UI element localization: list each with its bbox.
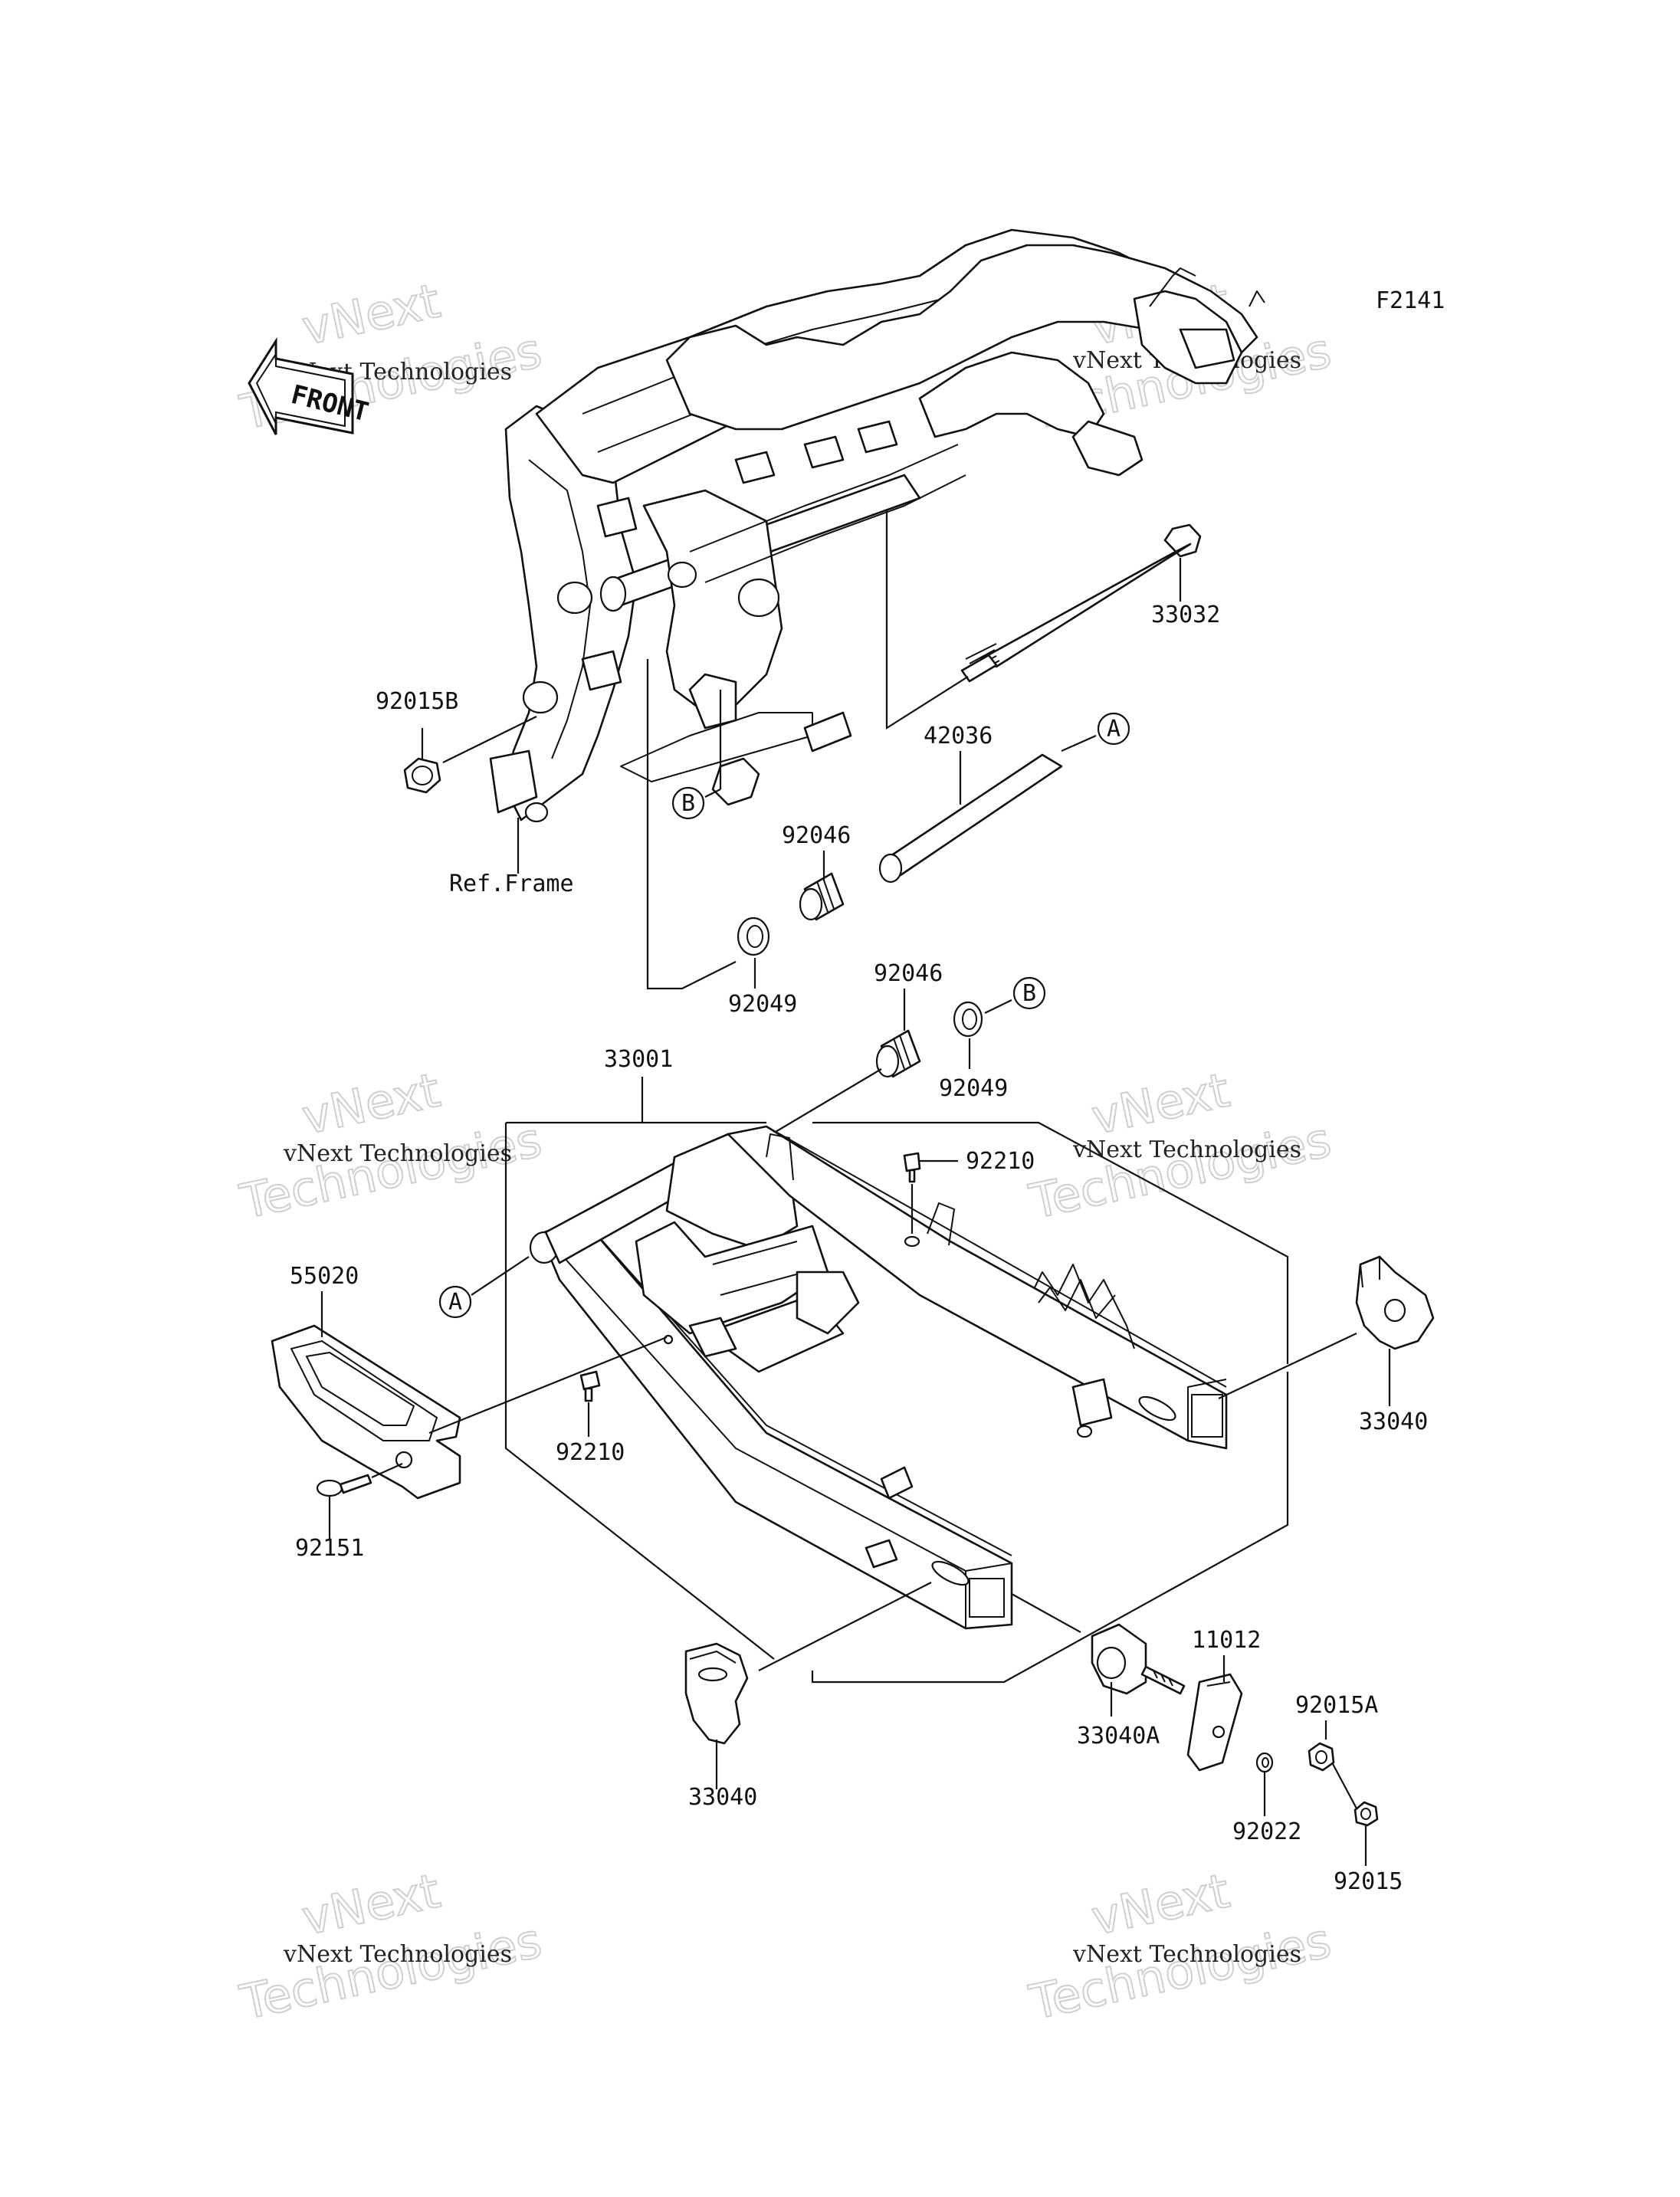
leader-bearing-to-swingarm [758,1068,882,1143]
label-33040-right: 33040 [1359,1408,1428,1435]
watermark-technologies: Technologies [1025,1111,1336,1229]
part-92015-nut[interactable] [1354,1801,1379,1827]
leader-92015B-frame [442,716,537,763]
label-33001: 33001 [604,1046,673,1073]
leader-B-mid [984,999,1012,1014]
leader-nut-chain [1331,1762,1357,1809]
leader-B-frame-2 [704,789,721,798]
label-92210-top: 92210 [966,1148,1035,1175]
watermark-technologies: Technologies [235,1912,546,2030]
label-33040A: 33040A [1077,1723,1160,1749]
label-92046-mid: 92046 [874,960,943,987]
part-92210-top-fitting[interactable] [903,1152,921,1183]
part-92015B-nut[interactable] [403,757,441,794]
watermark-text: vNext Technologies [1072,1941,1301,1968]
callout-B-frame-circle [671,786,705,820]
part-92046-top-bearing[interactable] [799,872,845,921]
fitting-hole-top [904,1235,920,1248]
watermark-mid-right: vNext Technologies vNext Technologies [1024,1061,1337,1231]
label-92046-top: 92046 [782,822,851,849]
leader-92151-guard [371,1462,403,1479]
part-92049-mid-seal[interactable] [953,1001,983,1038]
watermark-text: vNext Technologies [1072,1136,1301,1163]
watermark-vnext: vNext [1087,1062,1234,1146]
watermark-vnext: vNext [297,1062,445,1146]
part-33001-swingarm[interactable] [529,1125,1228,1630]
watermark-text: vNext Technologies [283,1941,512,1968]
leader-frame-to-seal [646,659,737,990]
callout-B-frame: B [681,790,695,817]
watermark-bottom-right: vNext Technologies vNext Technologies [1024,1862,1337,2031]
callout-B-mid-circle [1012,976,1046,1010]
leader-33040A [1011,1593,1081,1633]
leader-A-top [1061,734,1097,753]
part-33040-right-plate[interactable] [1355,1255,1435,1350]
ref-frame-label: Ref.Frame [449,871,574,897]
part-55020-chain-guard[interactable] [271,1324,461,1500]
label-11012: 11012 [1192,1627,1261,1654]
swingarm-bracket-top [506,1121,1289,1364]
swingarm-bracket-bottom [504,1123,1289,1684]
callout-A-top: A [1107,716,1121,743]
part-42036-collar[interactable] [878,753,1063,884]
label-42036: 42036 [924,723,993,749]
leader-33040-bottom [758,1582,932,1671]
watermark-vnext: vNext [297,1863,445,1946]
label-92049-mid: 92049 [939,1075,1008,1102]
leader-A-swingarm [471,1256,530,1296]
label-92015A: 92015A [1295,1692,1378,1719]
part-92151-screw[interactable] [316,1474,372,1497]
watermark-technologies: Technologies [1025,1912,1336,2030]
part-92022-washer[interactable] [1255,1752,1274,1773]
part-33040-bottom-plate[interactable] [684,1642,749,1745]
leader-guard-to-swingarm [428,1336,668,1435]
watermark-vnext: vNext [1087,1863,1234,1946]
leader-33032-frame [885,510,969,730]
callout-A-swingarm: A [448,1289,462,1316]
figure-code: F2141 [1376,287,1445,314]
label-55020: 55020 [290,1263,359,1290]
label-92151: 92151 [295,1535,364,1562]
part-92046-mid-bearing[interactable] [875,1029,921,1078]
watermark-vnext: vNext [297,273,445,356]
watermark-technologies: Technologies [235,1111,546,1229]
label-92049-top: 92049 [728,991,797,1018]
watermark-bottom-left: vNext Technologies vNext Technologies [235,1862,547,2031]
callout-A-swingarm-circle [438,1285,472,1319]
part-33040A-adjuster[interactable] [1091,1623,1186,1695]
label-33032: 33032 [1151,602,1220,628]
callout-B-mid: B [1022,980,1036,1007]
label-92015: 92015 [1334,1868,1403,1895]
leader-33040-right [1218,1333,1357,1399]
watermark-mid-left: vNext Technologies vNext Technologies [235,1061,547,1231]
watermark-text: vNext Technologies [283,1140,512,1167]
part-11012-plate[interactable] [1186,1673,1243,1772]
label-92015B: 92015B [376,688,458,715]
callout-A-top-circle [1097,712,1130,746]
part-92210-left-fitting[interactable] [579,1370,601,1402]
part-92015A-nut[interactable] [1308,1742,1335,1772]
part-92049-top-seal[interactable] [737,917,770,956]
label-33040-bottom: 33040 [688,1784,757,1811]
main-frame-drawing [489,228,1265,823]
label-92210-left: 92210 [556,1439,625,1466]
part-33032-pivot-bolt[interactable] [960,523,1202,683]
label-92022: 92022 [1232,1818,1301,1845]
